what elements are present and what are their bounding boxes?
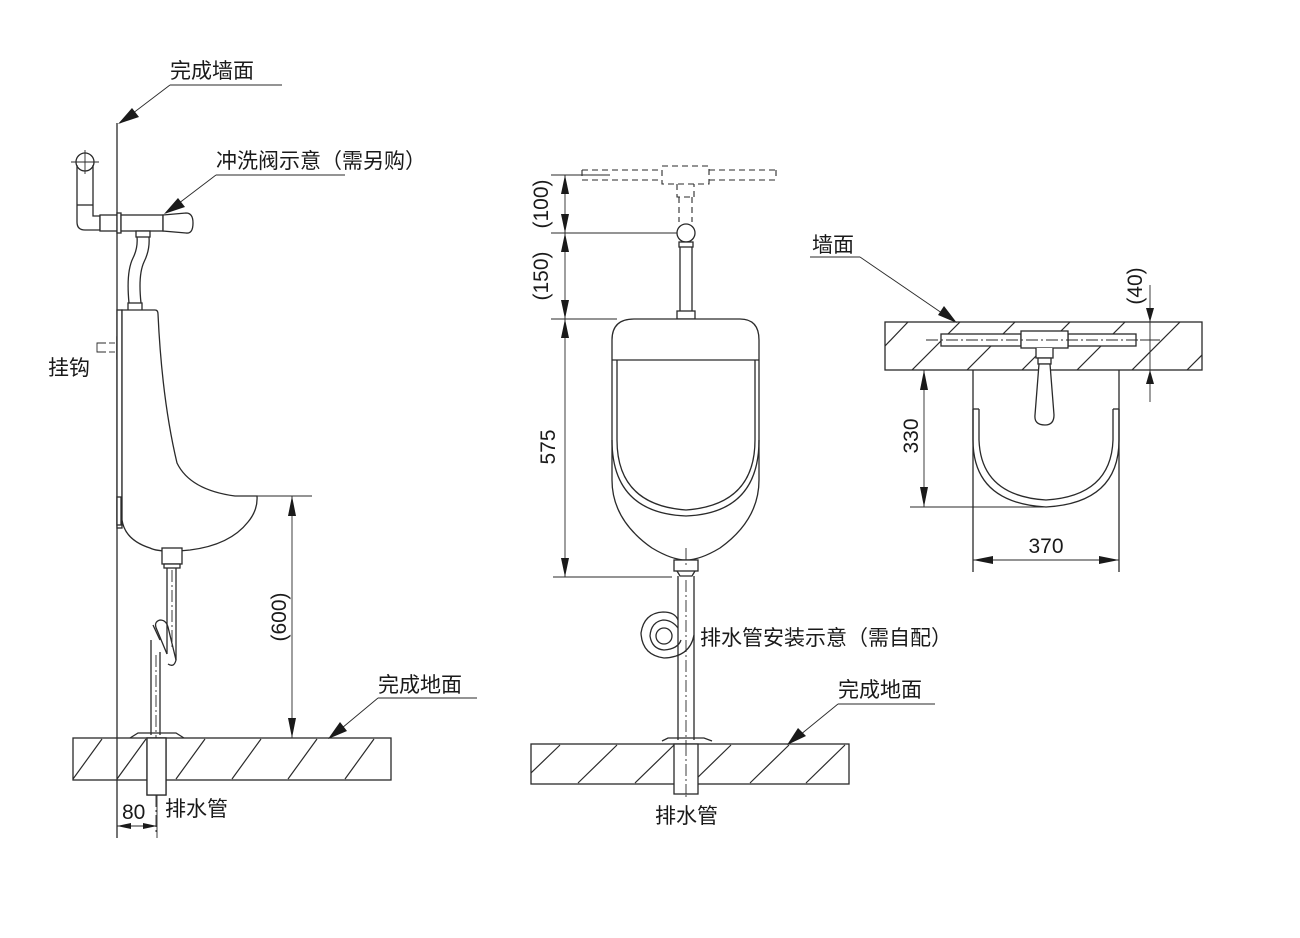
top-view: 墙面 [810,233,1203,572]
side-floor-leader [328,697,477,739]
front-drain-pipe [640,576,713,800]
wall-label: 完成墙面 [170,59,254,83]
top-wall-label: 墙面 [812,233,854,257]
front-supply-pipe [676,223,696,320]
top-wall-thickness-dimension [1140,285,1160,402]
top-wall-leader [810,256,957,323]
hook-label: 挂钩 [48,356,90,380]
front-drain-label: 排水管 [655,804,718,828]
front-floor-label: 完成地面 [838,678,922,702]
top-wall-thickness-label: (40) [1124,267,1147,304]
drain-offset-dimension [117,795,158,838]
side-view: 完成墙面 冲洗阀示意（需另购） [48,59,477,838]
flush-valve-label: 冲洗阀示意（需另购） [216,149,426,173]
side-drain-label: 排水管 [165,797,228,821]
front-floor-slab [530,743,850,795]
top-width-dimension [973,556,1119,564]
side-floor-label: 完成地面 [378,673,462,697]
front-view: 排水管安装示意（需自配） 完成地面 排水管 [530,165,952,828]
side-height-label: (600) [268,592,291,641]
front-flush-valve-dashed [581,165,777,222]
trap-label: 排水管安装示意（需自配） [700,626,952,650]
urinal-side-body [116,309,258,569]
front-floor-leader [787,703,935,745]
top-depth-dimension [910,370,1046,508]
front-vertical-dimensions [551,174,677,578]
side-floor-slab [72,737,392,796]
drain-offset-label: 80 [122,801,145,824]
front-dim-top: (100) [530,179,553,228]
top-width-label: 370 [1028,535,1063,558]
flush-valve-leader [164,174,345,214]
top-wall-section [884,321,1203,426]
wall-leader [118,84,282,124]
front-dim-body: 575 [537,429,560,464]
urinal-front-body [611,318,760,577]
side-height-dimension [257,495,312,738]
top-depth-label: 330 [900,418,923,453]
flush-valve [116,212,194,312]
front-dim-mid: (150) [530,251,553,300]
supply-pipe [71,150,118,232]
